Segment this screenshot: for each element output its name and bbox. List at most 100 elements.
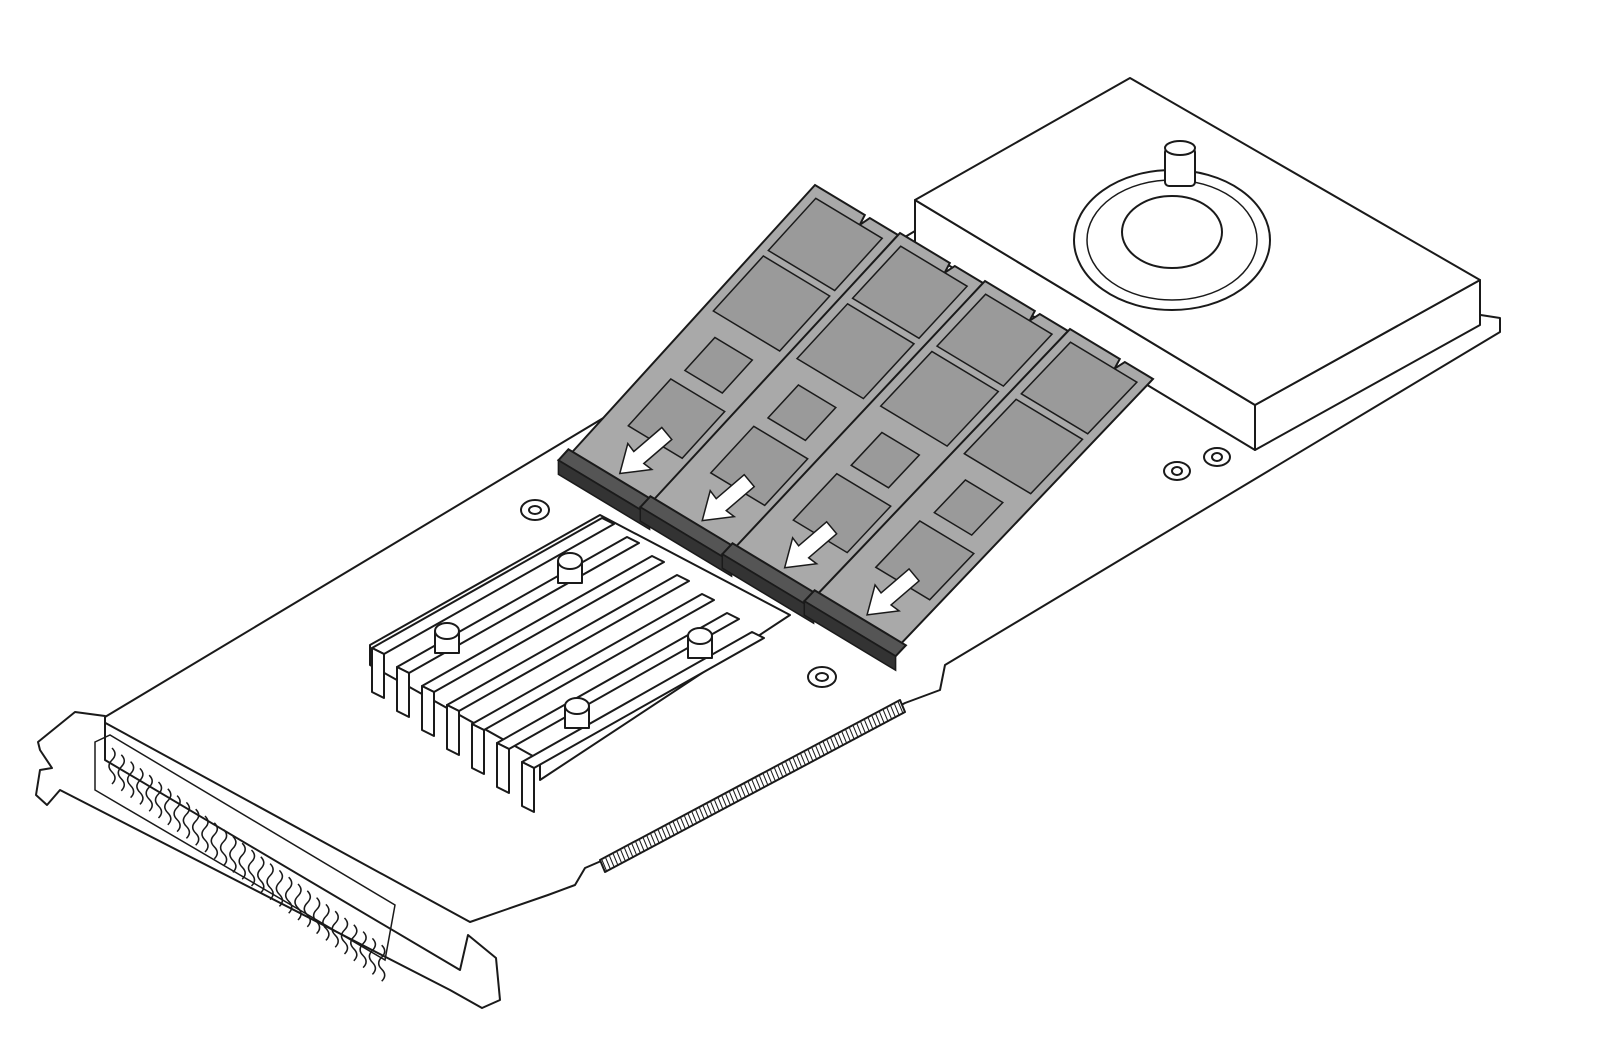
vent-slot	[154, 781, 163, 819]
gold-finger	[605, 857, 612, 871]
pcie-gold-fingers	[599, 699, 906, 873]
gold-finger	[841, 731, 848, 745]
ssd-chip	[851, 245, 969, 340]
gold-finger	[822, 741, 829, 755]
vent-slot	[312, 897, 321, 935]
ssd-chip	[850, 431, 921, 489]
vent-slot	[257, 856, 265, 894]
gold-finger	[616, 851, 623, 865]
heatsink-fin-end	[496, 742, 510, 794]
standoff-top	[564, 697, 590, 715]
vent-slot	[359, 931, 367, 969]
ssd-chip	[712, 255, 831, 352]
vent-slot	[284, 876, 293, 914]
gold-finger	[710, 801, 717, 815]
gold-finger	[601, 859, 608, 873]
gold-finger	[800, 753, 807, 767]
gold-finger	[804, 751, 810, 765]
gold-finger	[807, 749, 814, 763]
ssd-chip	[935, 293, 1054, 388]
heatsink-fin-end	[521, 761, 535, 813]
gold-finger	[777, 765, 784, 779]
gold-finger	[725, 793, 732, 807]
screw-hole	[528, 505, 542, 515]
fan-hub	[1121, 195, 1223, 269]
gold-finger	[834, 735, 840, 749]
gold-finger	[631, 843, 638, 857]
gold-finger	[740, 785, 747, 799]
vent-slot	[117, 754, 126, 792]
gold-finger	[792, 757, 799, 771]
gold-finger	[894, 703, 900, 717]
vent-slot	[210, 822, 219, 860]
gold-finger	[789, 759, 795, 773]
gold-finger	[897, 701, 904, 715]
ssd-chip	[795, 302, 916, 400]
connector-side	[639, 505, 733, 578]
screw-hole	[815, 672, 829, 682]
gold-finger	[785, 761, 792, 775]
gold-finger	[837, 733, 844, 747]
ssd-chip	[683, 336, 754, 394]
gold-finger	[747, 781, 754, 795]
vent-slot	[275, 869, 284, 907]
gold-finger	[845, 729, 852, 743]
vent-slot	[136, 767, 144, 805]
screw-holes	[520, 447, 1231, 688]
vent-slot	[145, 774, 153, 812]
gold-finger	[680, 817, 687, 831]
vent-slot	[266, 863, 274, 901]
gold-finger	[620, 849, 627, 863]
vent-slot	[322, 903, 330, 941]
gold-finger	[751, 779, 758, 793]
gold-finger	[695, 809, 702, 823]
gold-finger	[627, 845, 634, 859]
ssd-chip	[766, 384, 837, 442]
heatsink-fin-end	[446, 704, 460, 756]
gold-finger	[882, 709, 889, 723]
vent-slot	[294, 883, 302, 921]
gold-finger	[759, 775, 765, 789]
gold-finger	[702, 805, 709, 819]
gold-finger	[815, 745, 822, 759]
gold-finger	[774, 767, 780, 781]
gold-finger	[721, 795, 728, 809]
standoff-top	[687, 627, 713, 645]
vent-slot	[182, 801, 191, 839]
ssd-chip	[963, 398, 1084, 495]
m2-ssd-modules	[556, 183, 1155, 672]
gold-finger	[852, 725, 859, 739]
heatsink-fin-end	[371, 647, 385, 699]
vent-slot	[219, 829, 228, 867]
ssd-chip	[933, 479, 1004, 537]
insert-arrow-icon	[783, 520, 838, 569]
vent-slot	[164, 788, 172, 826]
gold-finger	[661, 827, 668, 841]
gold-finger	[860, 721, 867, 735]
ssd-chip	[1020, 341, 1139, 435]
gold-finger	[687, 813, 694, 827]
gold-finger	[691, 811, 698, 825]
ssd-chip	[767, 197, 884, 292]
gold-finger	[766, 771, 773, 785]
gold-finger	[755, 777, 762, 791]
vent-slot	[331, 910, 339, 948]
gold-finger	[642, 837, 649, 851]
gold-finger	[706, 803, 713, 817]
heatsink-fin-end	[471, 723, 485, 775]
gold-finger	[849, 727, 855, 741]
gold-finger	[717, 797, 724, 811]
gold-finger	[811, 747, 818, 761]
bracket-vents	[108, 747, 386, 982]
gold-finger	[669, 823, 675, 837]
insert-arrow-icon	[618, 426, 673, 475]
gold-finger	[744, 783, 750, 797]
gold-finger	[624, 847, 630, 861]
gold-finger	[890, 705, 897, 719]
connector-side	[557, 458, 651, 531]
vent-slot	[108, 747, 116, 785]
gold-finger	[879, 711, 885, 725]
gold-finger	[864, 719, 870, 733]
m2-ssd	[638, 231, 985, 578]
vent-slot	[126, 761, 135, 799]
